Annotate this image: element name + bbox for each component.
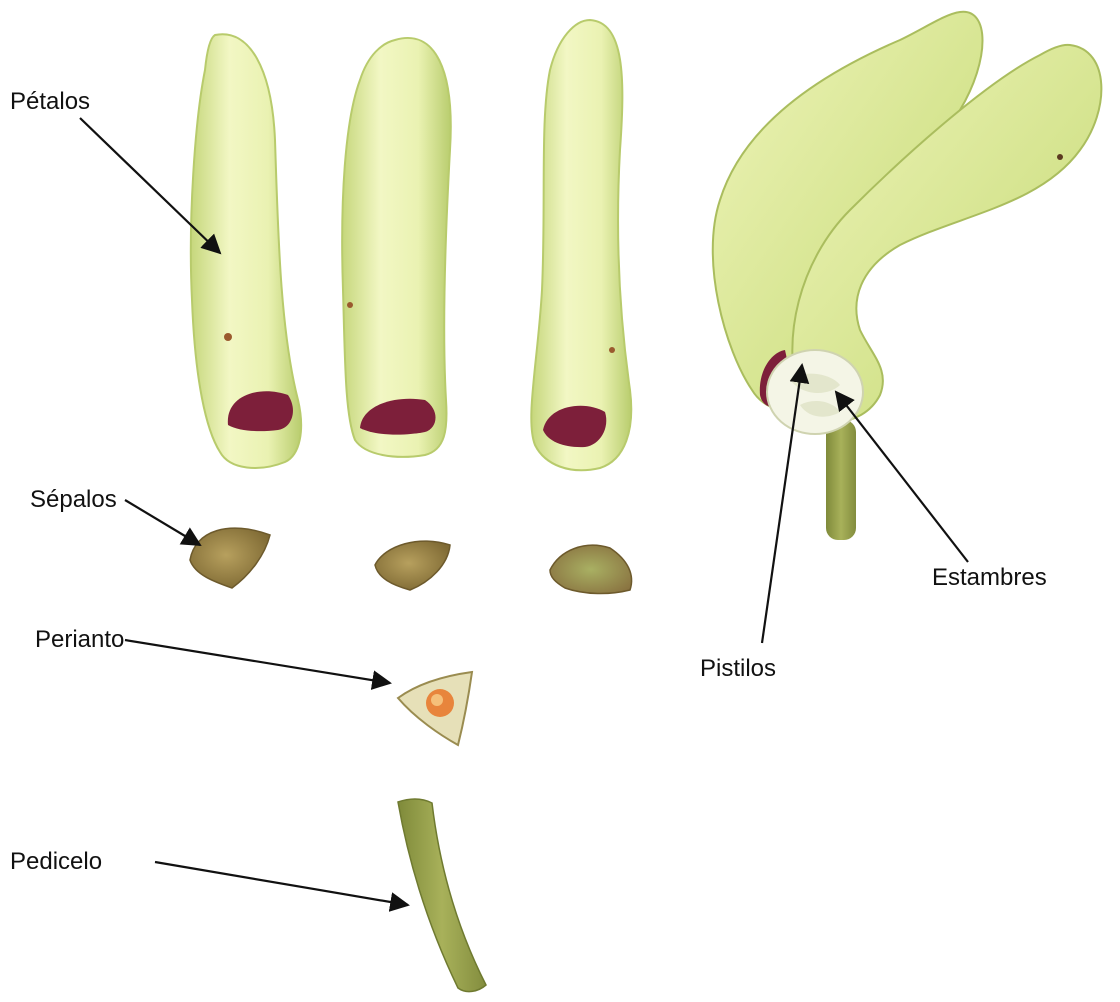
label-pistilos: Pistilos (700, 657, 776, 681)
petal-3-illustration (531, 20, 631, 470)
label-sepalos: Sépalos (30, 488, 117, 512)
pedicel-illustration (398, 799, 486, 991)
sepal-1-illustration (190, 528, 270, 588)
label-pedicelo: Pedicelo (10, 850, 102, 874)
label-perianto: Perianto (35, 628, 124, 652)
flower-illustration (713, 12, 1102, 540)
arrow-sepalos (125, 500, 200, 545)
label-estambres: Estambres (932, 566, 1047, 590)
petal-1-illustration (191, 34, 301, 468)
label-petalos: Pétalos (10, 90, 90, 114)
perianth-illustration (398, 672, 472, 745)
sepal-2-illustration (375, 541, 450, 590)
arrow-perianto (125, 640, 390, 683)
arrow-pedicelo (155, 862, 408, 905)
sepal-3-illustration (550, 545, 632, 593)
petal-2-illustration (342, 38, 451, 457)
